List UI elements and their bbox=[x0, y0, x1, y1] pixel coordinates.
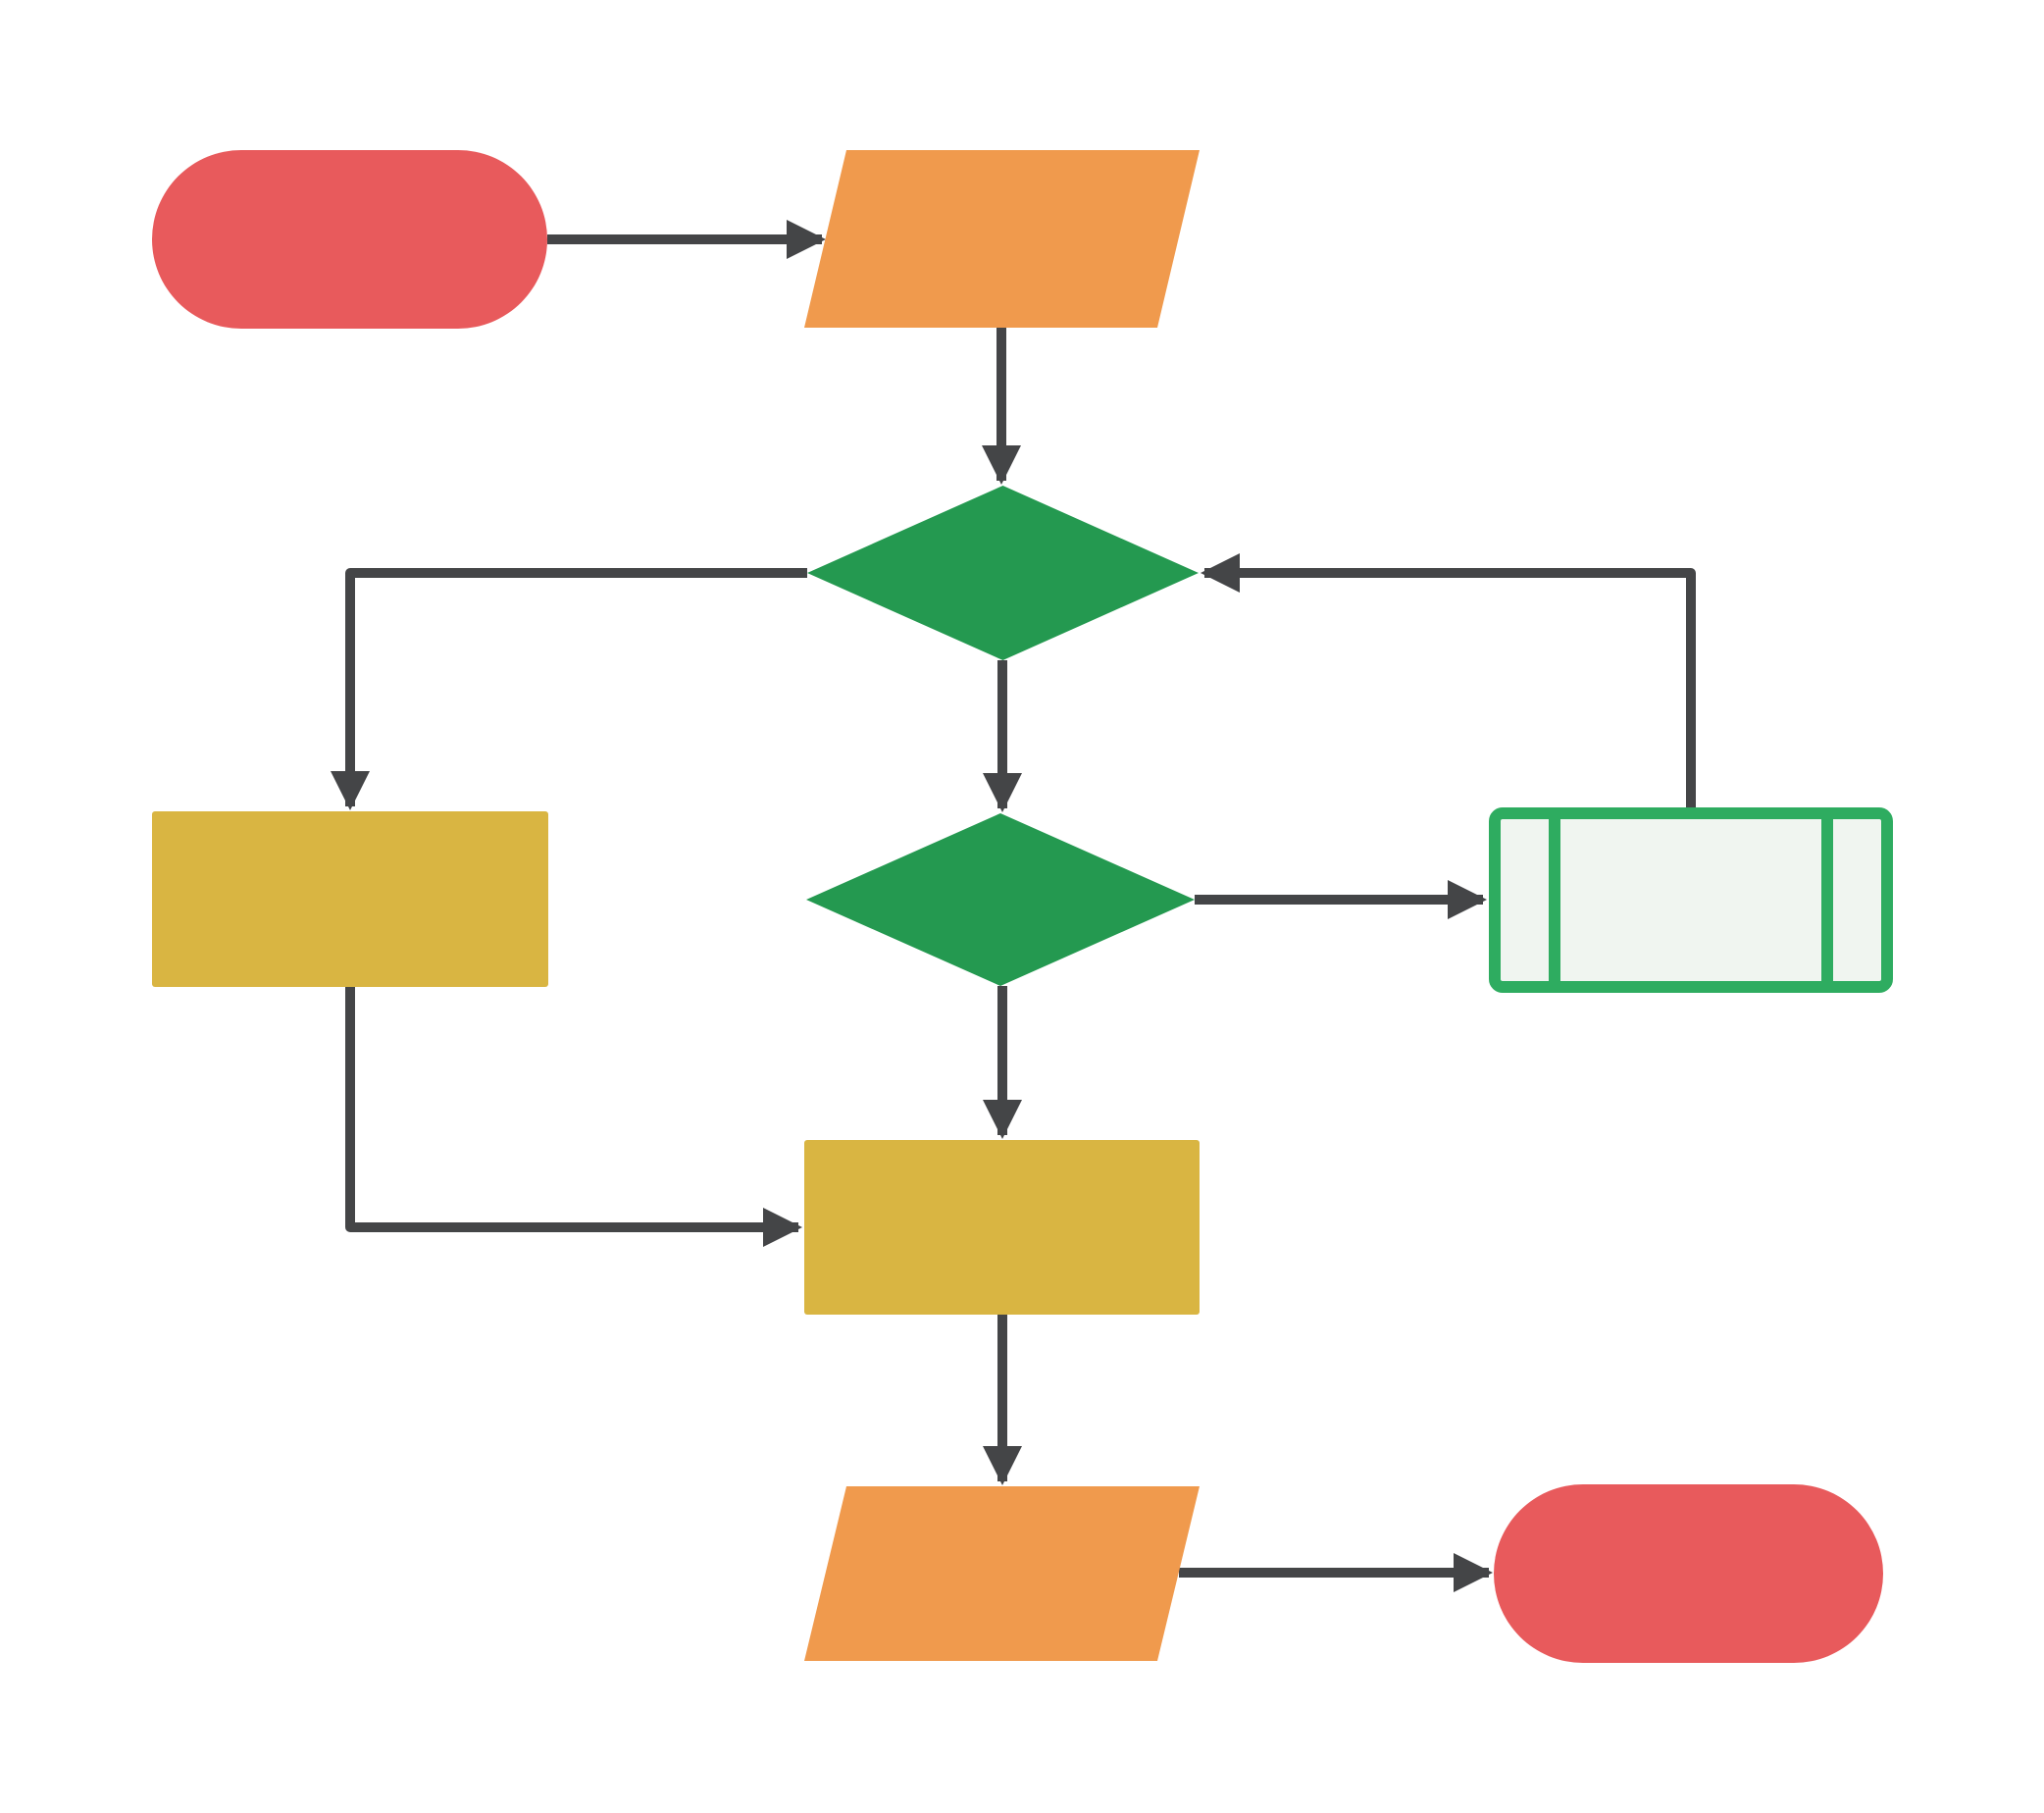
output-parallelogram[interactable] bbox=[804, 1486, 1200, 1661]
decision-diamond-2[interactable] bbox=[806, 813, 1195, 986]
process-rect-left[interactable] bbox=[152, 811, 548, 987]
decision-diamond-1[interactable] bbox=[807, 486, 1199, 660]
connector-predefined-to-decision1 bbox=[1201, 553, 1696, 807]
end-terminator[interactable] bbox=[1494, 1484, 1883, 1663]
start-terminator[interactable] bbox=[152, 150, 547, 329]
connector-process-left-to-center bbox=[345, 987, 802, 1247]
connector-decision1-to-process-left bbox=[331, 568, 807, 810]
input-parallelogram[interactable] bbox=[804, 150, 1200, 328]
predefined-process-box[interactable] bbox=[1489, 807, 1893, 993]
process-rect-center[interactable] bbox=[804, 1140, 1200, 1315]
